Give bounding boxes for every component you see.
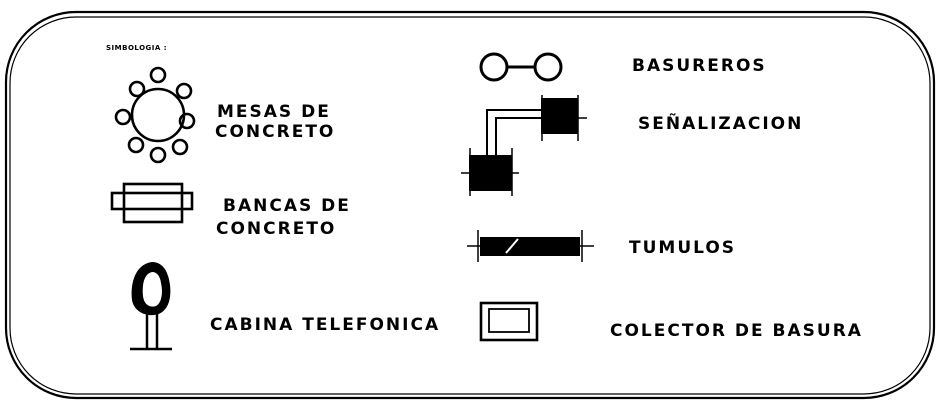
label-senalizacion: SEÑALIZACION (638, 114, 804, 134)
garbage-collector-icon (479, 301, 539, 342)
legend-frame (4, 10, 936, 400)
speed-bump-icon (467, 230, 594, 262)
concrete-bench-icon (110, 182, 194, 224)
phone-booth-icon (130, 262, 172, 351)
label-cabina: CABINA TELEFONICA (210, 315, 441, 335)
label-bancas-line2: CONCRETO (216, 219, 337, 239)
signage-icon (461, 95, 587, 196)
trash-bin-icon (479, 52, 563, 82)
label-mesas-line1: MESAS DE (217, 102, 331, 122)
concrete-table-icon (114, 66, 196, 164)
label-tumulos: TUMULOS (629, 238, 737, 258)
label-basureros: BASUREROS (632, 56, 767, 76)
label-mesas-line2: CONCRETO (215, 122, 336, 142)
label-bancas-line1: BANCAS DE (223, 196, 351, 216)
label-colector: COLECTOR DE BASURA (610, 321, 863, 341)
legend-title: SIMBOLOGIA : (106, 44, 168, 52)
